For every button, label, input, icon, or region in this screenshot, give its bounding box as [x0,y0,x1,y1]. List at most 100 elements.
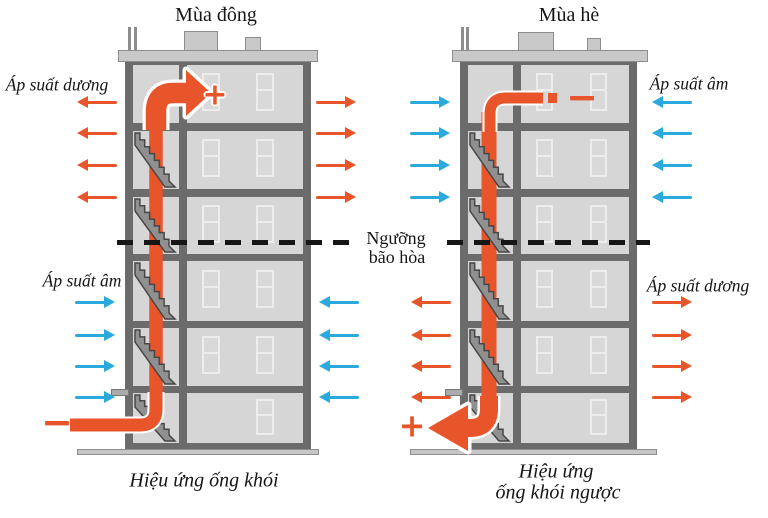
roof-slab [452,50,648,62]
summer-right-outward-arrow [652,395,682,399]
summer-negative-pressure-label: Áp suất âm [649,73,729,94]
window [202,336,220,374]
roof-antenna [466,27,469,50]
winter-negative-pressure-label: Áp suất âm [42,270,122,291]
winter-left-inward-arrow [75,333,105,337]
window-sash-divider [538,352,551,355]
winter-right-inward-arrow [329,395,359,399]
window [590,139,607,177]
saturation-threshold-line-right [447,240,650,245]
window-sash-divider [204,221,218,224]
summer-plus-sign: + [398,406,426,445]
summer-left-outward-arrow [421,300,451,304]
window-sash-divider [204,286,218,289]
window-sash-divider [592,89,605,92]
stair-flight [469,262,511,320]
summer-title: Mùa hè [538,4,600,26]
window [536,336,553,374]
window-sash-divider [538,155,551,158]
summer-exhaust-arrowhead [428,405,468,451]
roof-slab [118,50,318,62]
window [256,270,274,308]
window-sash-divider [258,89,272,92]
stair-flight [469,329,511,385]
summer-right-inward-arrow [662,163,692,167]
winter-right-outward-arrow [316,195,346,199]
roof-antenna [128,27,131,50]
winter-minus-sign: − [41,400,73,445]
winter-exhaust-flow [145,82,186,130]
winter-right-inward-arrow [329,333,359,337]
floor-room [521,393,629,443]
window-sash-divider [538,286,551,289]
window-sash-divider [592,414,605,417]
window [536,139,553,177]
summer-intake-dash [548,93,557,103]
window-sash-divider [258,155,272,158]
winter-title: Mùa đông [175,4,257,26]
summer-caption-line2: ống khói ngược [495,481,621,504]
winter-left-outward-arrow [87,163,117,167]
roof-antenna [133,27,137,50]
summer-left-inward-arrow [410,100,440,104]
window [256,139,274,177]
stair-flight [134,132,177,188]
window-sash-divider [592,221,605,224]
winter-left-inward-arrow [75,300,105,304]
window [202,270,220,308]
winter-left-inward-arrow [75,364,105,368]
window-sash-divider [258,352,272,355]
summer-left-outward-arrow [421,333,451,337]
window-sash-divider [204,352,218,355]
window-sash-divider [592,155,605,158]
summer-left-inward-arrow [410,163,440,167]
stair-flight [469,198,511,253]
summer-right-outward-arrow [652,364,682,368]
summer-exhaust-flow [461,396,498,437]
window [590,73,607,111]
summer-right-outward-arrow [652,333,682,337]
window [590,336,607,374]
summer-left-inward-arrow [410,131,440,135]
summer-left-outward-arrow [421,364,451,368]
window [256,399,274,435]
winter-exhaust-arrowhead [186,70,211,116]
building-platform [410,449,657,455]
window-sash-divider [592,286,605,289]
stair-flight [469,132,511,188]
winter-caption: Hiệu ứng ống khói [129,469,279,492]
window-sash-divider [258,286,272,289]
winter-left-outward-arrow [87,195,117,199]
winter-positive-pressure-label: Áp suất dương [5,74,109,95]
window [202,139,220,177]
summer-positive-pressure-label: Áp suất dương [646,275,750,296]
stair-flight [134,329,177,385]
wall-vent-stub [445,389,463,396]
stair-flight [134,198,177,253]
winter-left-outward-arrow [87,100,117,104]
summer-left-outward-arrow [421,395,451,399]
window [590,399,607,435]
winter-right-outward-arrow [316,163,346,167]
summer-left-inward-arrow [410,195,440,199]
saturation-threshold-label-line1: Ngưỡng [366,228,426,248]
window-sash-divider [538,89,551,92]
roof-antenna [460,27,464,50]
building-platform [77,449,319,455]
summer-right-inward-arrow [662,131,692,135]
summer-intake-flow [484,92,543,132]
window [536,270,553,308]
winter-right-outward-arrow [316,100,346,104]
window-sash-divider [258,414,272,417]
winter-right-inward-arrow [329,300,359,304]
summer-caption-line1: Hiệu ứng [518,460,594,483]
winter-right-outward-arrow [316,131,346,135]
window [590,270,607,308]
summer-minus-sign: − [566,75,598,120]
summer-right-inward-arrow [662,100,692,104]
window-sash-divider [538,221,551,224]
window-sash-divider [592,352,605,355]
winter-inlet-flow [70,392,163,432]
